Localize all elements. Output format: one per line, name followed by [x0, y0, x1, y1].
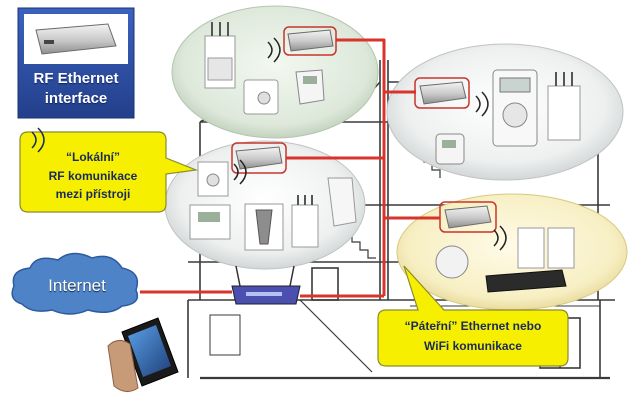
- motion-sensor: [327, 177, 357, 227]
- devices-top-floor: [204, 22, 337, 115]
- rf-interface-device: [444, 205, 492, 229]
- wireless-signal-icon: [233, 159, 247, 185]
- wireless-signal-icon: [475, 91, 489, 117]
- relay-module: [291, 204, 319, 248]
- sensor-module: [435, 245, 469, 279]
- callout-backbone-line2: WiFi komunikace: [424, 339, 522, 353]
- rf-interface-highlight: [283, 26, 337, 56]
- callout-backbone-line1: “Páteřní” Ethernet nebo: [404, 319, 542, 333]
- cloud-shape: [11, 252, 139, 315]
- smartphone: [107, 317, 179, 392]
- ethernet-router: [231, 265, 301, 305]
- rf-interface-device: [287, 29, 334, 52]
- wireless-signal-icon: [493, 225, 507, 251]
- relay-module: [547, 227, 575, 269]
- callout-local-line2: RF komunikace: [48, 169, 138, 183]
- callout-local-line1: “Lokální”: [65, 150, 120, 164]
- rf-interface-device: [419, 81, 467, 105]
- header-title-line1: RF Ethernet: [33, 70, 119, 87]
- devices-middle-left: [189, 142, 357, 251]
- devices-lower-right: [435, 201, 575, 293]
- underfloor-heating-controller: [485, 269, 567, 293]
- relay-module: [547, 85, 581, 141]
- devices-upper-right: [414, 69, 581, 165]
- wireless-signal-icon: [31, 127, 45, 153]
- internet-cloud: [11, 252, 139, 315]
- staircase-lower: [299, 299, 373, 373]
- rf-interface-photo-device: [35, 23, 117, 55]
- rf-interface-device: [235, 146, 283, 170]
- door-ground: [311, 267, 339, 301]
- thermostatic-head: [435, 133, 465, 165]
- bubble-top-floor: [171, 5, 379, 139]
- header-title-line2: interface: [44, 90, 108, 107]
- internet-label: Internet: [48, 276, 106, 295]
- callout-backbone: [377, 265, 569, 367]
- cable-vertical-riser: [336, 38, 386, 296]
- relay-module: [517, 227, 545, 269]
- bubble-lower-right: [396, 193, 628, 311]
- phone-screen: [128, 325, 171, 377]
- window-left-basement: [209, 314, 241, 356]
- callout-local-line3: mezi přístroji: [55, 187, 131, 201]
- thermostatic-head: [295, 69, 325, 105]
- wireless-signal-icon: [267, 37, 281, 63]
- callout-local-rf: [19, 131, 199, 213]
- backbone-cables: [140, 38, 440, 298]
- hand: [107, 340, 139, 392]
